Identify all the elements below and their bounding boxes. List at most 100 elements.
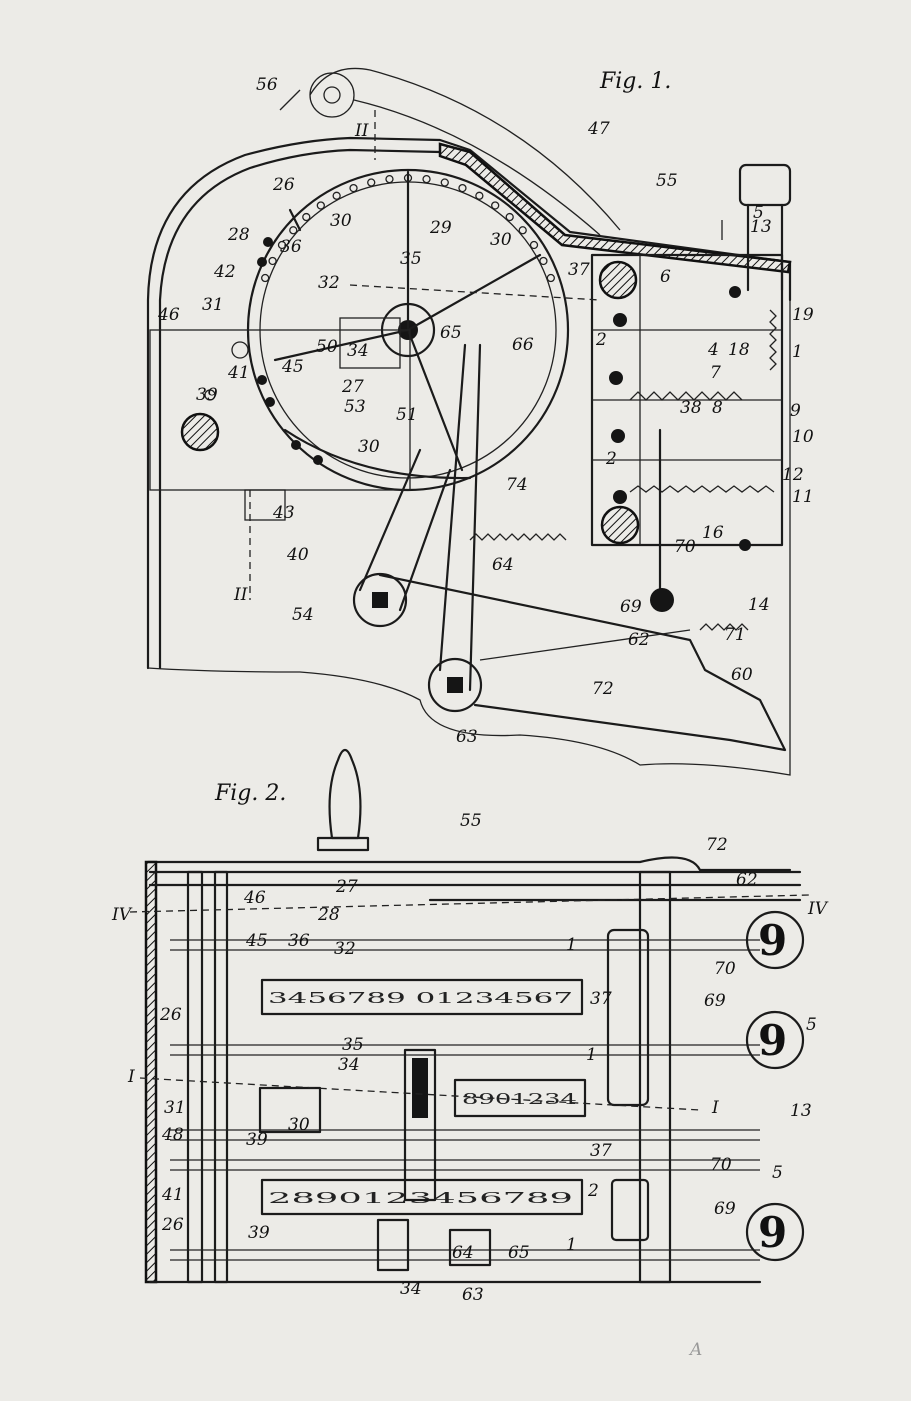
fig2-label: 31 [164, 1098, 186, 1118]
fig1-label: 37 [568, 260, 590, 280]
wheel-digits-mid: 8901234 [462, 1090, 577, 1108]
fig1-label: 11 [792, 487, 814, 507]
pin-b [609, 371, 623, 385]
pin-a [613, 313, 627, 327]
counter-dial-3-ring [745, 1202, 805, 1262]
fig1-label: 8 [712, 398, 723, 418]
number-wheel-mid [453, 1078, 587, 1118]
fig1-label: 6 [660, 267, 671, 287]
wheel-tooth [546, 273, 555, 283]
shaft-upper [598, 260, 638, 300]
fig2-label: 37 [590, 1141, 612, 1161]
sector-arc-26 [283, 428, 472, 480]
fig1-label: 18 [728, 340, 750, 360]
fig1-label: 47 [587, 119, 610, 139]
counter-dial-1: 9 [745, 910, 805, 970]
pivot-63-square [447, 677, 463, 693]
wheel-tooth [440, 178, 449, 187]
lever-47-lower [353, 99, 601, 236]
pin-39c [291, 440, 301, 450]
wheel-digits-bottom: 2890123456789 [268, 1189, 573, 1207]
housing-outline [146, 136, 792, 670]
fig1-label: 28 [227, 225, 250, 245]
fig2-label: 30 [288, 1115, 310, 1135]
shaft-line [170, 1159, 760, 1171]
section-line-I [139, 1077, 701, 1111]
shaft-63 [448, 1228, 492, 1267]
fig1-label: 31 [202, 295, 224, 315]
fig1-label: 40 [286, 545, 309, 565]
crank-base [316, 836, 370, 852]
broken-edge [147, 300, 791, 776]
fig2-label: 1 [566, 1235, 577, 1255]
fig1-label: 56 [256, 75, 278, 95]
fig2-label: 41 [161, 1185, 184, 1205]
wheel-tooth [261, 273, 270, 283]
fig1-label: 72 [592, 679, 614, 699]
bar-right [638, 870, 672, 1284]
figure-1-title: Fig. 1. [599, 69, 671, 94]
fig1-label: 65 [440, 323, 462, 343]
fig2-label: 26 [159, 1005, 182, 1025]
fig1-label: 26 [272, 175, 295, 195]
shafts [170, 939, 760, 1261]
fig2-label: 46 [243, 888, 266, 908]
fig1-label: 50 [316, 337, 338, 357]
fig1-label: 71 [724, 625, 746, 645]
fig1-label: 51 [396, 405, 418, 425]
fig1-label: 62 [628, 630, 650, 650]
fig1-label: 12 [782, 465, 804, 485]
fig2-label: 39 [248, 1223, 270, 1243]
shaft-line [170, 1044, 760, 1056]
section-line-IV [129, 894, 811, 913]
fig1-label: 14 [748, 595, 770, 615]
wheel-tooth [367, 178, 376, 187]
wheel-tooth [385, 174, 394, 184]
center-shaft-core [412, 1058, 428, 1118]
link-62 [479, 629, 691, 661]
fig2-label: 28 [317, 905, 340, 925]
fig2-label: 27 [335, 877, 358, 897]
fig1-label: 64 [492, 555, 514, 575]
cover-hatched [438, 142, 792, 274]
bar-left-1 [186, 870, 204, 1284]
block-34 [339, 317, 401, 369]
left-frame [149, 329, 411, 491]
shaft-line [170, 939, 760, 951]
counter-digit-1: 9 [758, 916, 787, 965]
fig1-label: 34 [347, 341, 369, 361]
fig2-label: 39 [246, 1130, 268, 1150]
fig1-label: 39 [196, 385, 218, 405]
counter-digit-3: 9 [758, 1208, 787, 1257]
fig1-label: 70 [674, 537, 696, 557]
lever-47 [309, 67, 621, 231]
crank-handle [328, 748, 362, 840]
fig2-label: 55 [460, 811, 482, 831]
fig1-label: 45 [281, 357, 304, 377]
fig1-label: 4 [707, 340, 719, 360]
pin-28b [257, 257, 267, 267]
counter-dial-1-ring [745, 910, 805, 970]
fig2-label: 72 [706, 835, 728, 855]
fig1-label: 35 [400, 249, 422, 269]
fig1-label: 10 [792, 427, 814, 447]
spring-19 [769, 309, 777, 371]
wheel-tooth [316, 201, 325, 210]
counter-dial-2-ring [745, 1010, 805, 1070]
fig2-label: 2 [587, 1181, 599, 1201]
shaft-left [180, 412, 220, 452]
pin-39d [313, 455, 323, 465]
fig2-label: 65 [508, 1243, 530, 1263]
wheel-teeth [261, 173, 555, 283]
fig1-label: 41 [227, 363, 250, 383]
fig2-label: IV [807, 899, 829, 919]
counter-digit-2: 9 [758, 1016, 787, 1065]
center-shaft [403, 1048, 437, 1202]
shaft-line [170, 1249, 760, 1261]
fig1-label: 53 [344, 397, 366, 417]
wheel-tooth [268, 256, 277, 266]
fig2-label: 35 [342, 1035, 364, 1055]
